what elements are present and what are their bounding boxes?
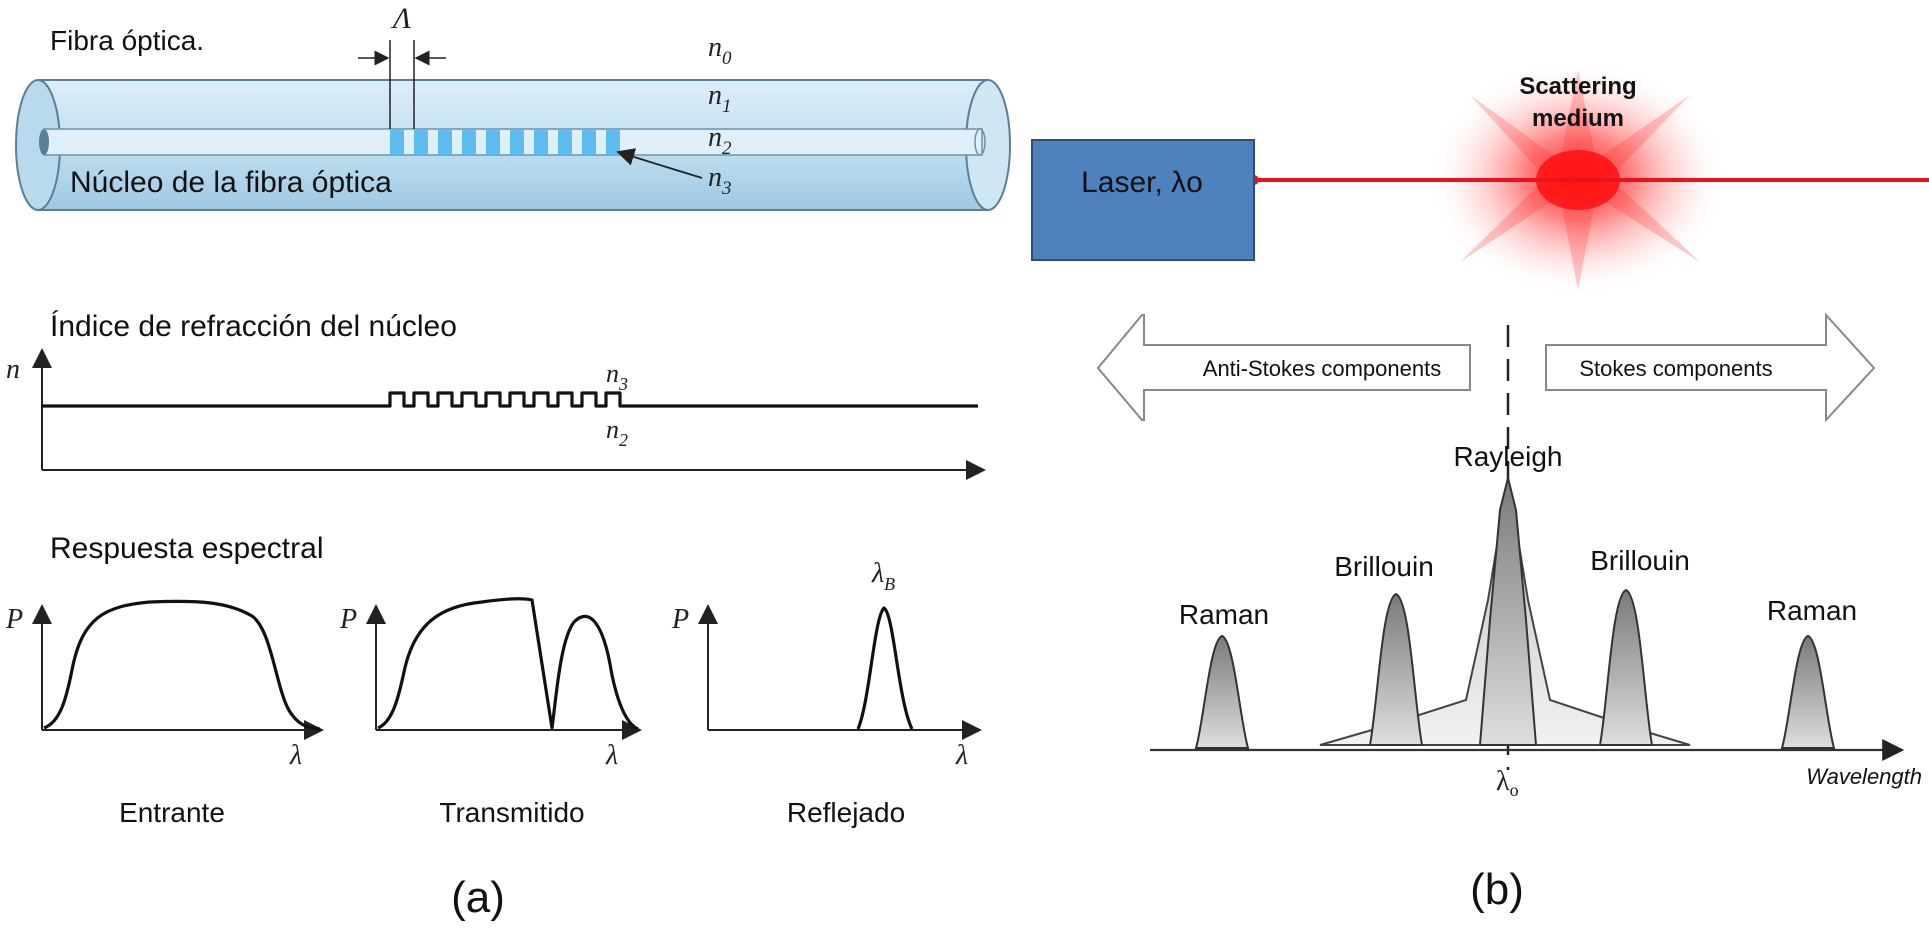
svg-text:n3: n3 xyxy=(606,359,628,394)
spectrum-plot-input: P λ Entrante xyxy=(5,599,324,828)
panel-a: Λ Fibra óptica. Núcleo de la fibra óptic… xyxy=(5,2,1011,922)
rayleigh-label: Rayleigh xyxy=(1454,441,1563,472)
spectrum-plot-transmitted: P λ Transmitido xyxy=(339,597,642,828)
lambda0-subscript: o xyxy=(1510,780,1519,800)
bragg-grating xyxy=(390,129,620,155)
n1-label: n xyxy=(708,80,722,111)
spectrum-plot-reflected: P λ λB Reflejado xyxy=(671,558,982,828)
raman-peak-right xyxy=(1780,634,1836,749)
brillouin-left-label: Brillouin xyxy=(1334,551,1434,582)
raman-left-label: Raman xyxy=(1179,599,1269,630)
svg-text:n1: n1 xyxy=(708,80,732,117)
panel-a-label: (a) xyxy=(451,873,505,922)
n1-subscript: 1 xyxy=(722,96,732,117)
profile-n2-subscript: 2 xyxy=(619,430,628,450)
anti-stokes-label: Anti-Stokes components xyxy=(1203,356,1441,381)
laser-label: Laser, λo xyxy=(1081,166,1203,199)
fiber-title: Fibra óptica. xyxy=(50,25,204,56)
optical-fiber: Λ xyxy=(15,2,1011,211)
stokes-label: Stokes components xyxy=(1579,356,1772,381)
profile-n3-label: n xyxy=(606,359,619,388)
wavelength-axis-label-1: λ xyxy=(289,740,302,771)
caption-input: Entrante xyxy=(119,797,225,828)
n3-subscript: 3 xyxy=(721,178,732,199)
svg-text:λo: λo xyxy=(1496,766,1519,800)
svg-text:n2: n2 xyxy=(708,122,732,159)
svg-text:λB: λB xyxy=(871,558,895,594)
stokes-arrow: Stokes components xyxy=(1545,312,1876,423)
n3-label: n xyxy=(708,162,722,193)
index-profile-curve xyxy=(42,391,978,408)
lambda0-label: λ xyxy=(1496,766,1510,797)
index-axis-label: n xyxy=(6,354,20,385)
profile-n3-subscript: 3 xyxy=(618,374,628,394)
brillouin-right-label: Brillouin xyxy=(1590,545,1690,576)
reflected-spectrum-curve xyxy=(856,606,914,730)
wavelength-axis-label-2: λ xyxy=(605,740,618,771)
n0-subscript: 0 xyxy=(722,48,732,69)
brillouin-peak-right xyxy=(1598,588,1654,746)
n2-subscript: 2 xyxy=(722,138,732,159)
caption-transmitted: Transmitido xyxy=(439,797,584,828)
scattering-label-line2: medium xyxy=(1532,105,1624,132)
rayleigh-peak xyxy=(1478,477,1538,746)
panel-b: Scattering medium Laser, λo Anti-Stokes … xyxy=(1031,60,1929,914)
power-axis-label-3: P xyxy=(671,604,689,635)
wavelength-axis-label: Wavelength xyxy=(1806,764,1922,789)
input-spectrum-curve xyxy=(43,599,321,731)
raman-right-label: Raman xyxy=(1767,595,1857,626)
n3-pointer-arrow xyxy=(616,148,703,179)
n0-label: n xyxy=(708,32,722,63)
index-labels-fiber: n0 n1 n2 n3 xyxy=(708,32,732,199)
core-label: Núcleo de la fibra óptica xyxy=(70,166,392,199)
scattering-spectrum xyxy=(1150,477,1905,761)
laser-source xyxy=(1031,139,1255,261)
raman-peak-left xyxy=(1194,634,1250,749)
wavelength-axis-label-3: λ xyxy=(955,740,968,771)
profile-n2-label: n xyxy=(606,415,619,444)
transmitted-spectrum-curve xyxy=(377,597,639,731)
period-marker: Λ xyxy=(358,2,446,129)
index-profile-plot: n n3 n2 xyxy=(6,348,986,480)
caption-reflected: Reflejado xyxy=(787,797,905,828)
core-end xyxy=(39,129,49,155)
svg-text:n3: n3 xyxy=(708,162,732,199)
brillouin-peak-left xyxy=(1368,592,1424,746)
panel-b-label: (b) xyxy=(1470,865,1524,914)
power-axis-label-1: P xyxy=(5,604,23,635)
bragg-wavelength-label: λ xyxy=(871,558,884,589)
period-symbol: Λ xyxy=(390,2,411,35)
scattering-label-line1: Scattering xyxy=(1519,73,1636,100)
power-axis-label-2: P xyxy=(339,604,357,635)
anti-stokes-arrow: Anti-Stokes components xyxy=(1096,314,1471,421)
spectral-title: Respuesta espectral xyxy=(50,532,324,565)
index-title: Índice de refracción del núcleo xyxy=(50,310,457,343)
n2-label: n xyxy=(708,122,722,153)
bragg-subscript: B xyxy=(884,574,895,594)
svg-text:n0: n0 xyxy=(708,32,732,69)
svg-text:n2: n2 xyxy=(606,415,628,450)
